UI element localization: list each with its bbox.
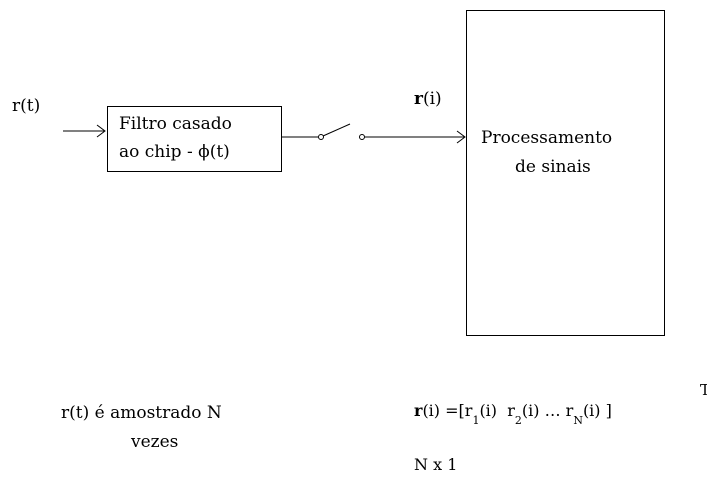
- eq-lhs-vector: r: [414, 401, 423, 420]
- eq-subscript-1: 1: [472, 414, 480, 427]
- eq-ellipsis: …: [539, 401, 566, 420]
- sampled-vector-label: r(i): [414, 91, 442, 108]
- eq-arg-n: (i): [582, 401, 601, 420]
- sampled-vector-symbol: r: [414, 89, 423, 109]
- input-signal-label: r(t): [12, 96, 41, 116]
- switch-contact-right: [359, 134, 365, 140]
- switch-contact-left: [318, 134, 324, 140]
- sampling-note-line2: vezes: [131, 432, 179, 452]
- eq-arg-2: (i): [521, 401, 540, 420]
- filter-label-line1: Filtro casado: [119, 114, 232, 134]
- eq-arg-1: (i): [479, 401, 498, 420]
- matched-filter-block: Filtro casado ao chip - ϕ(t): [107, 106, 282, 172]
- sampled-vector-arg: (i): [422, 89, 442, 109]
- eq-subscript-n: N: [573, 414, 583, 427]
- eq-open-bracket: =[: [440, 401, 465, 420]
- switch-blade: [322, 123, 351, 137]
- vector-dimension: N x 1: [414, 455, 458, 474]
- processing-label-line1: Processamento: [481, 128, 613, 148]
- filter-label-line2: ao chip - ϕ(t): [119, 142, 230, 162]
- processing-label-line2: de sinais: [515, 157, 591, 177]
- eq-component-1: r: [464, 401, 473, 420]
- eq-close-bracket: ]: [600, 401, 612, 420]
- eq-lhs-arg: (i): [422, 401, 441, 420]
- eq-subscript-2: 2: [514, 414, 522, 427]
- vector-equation: r(i) =[r1(i) r2(i) … rN(i) ]: [414, 401, 612, 427]
- signal-processing-block: Processamento de sinais: [466, 10, 665, 336]
- input-arrowhead: [96, 124, 106, 138]
- sampled-arrowhead: [456, 130, 466, 144]
- eq-transpose-superscript: T: [700, 381, 707, 399]
- eq-component-n: r: [565, 401, 574, 420]
- eq-component-2: r: [507, 401, 515, 420]
- sampling-note-line1: r(t) é amostrado N: [61, 403, 222, 423]
